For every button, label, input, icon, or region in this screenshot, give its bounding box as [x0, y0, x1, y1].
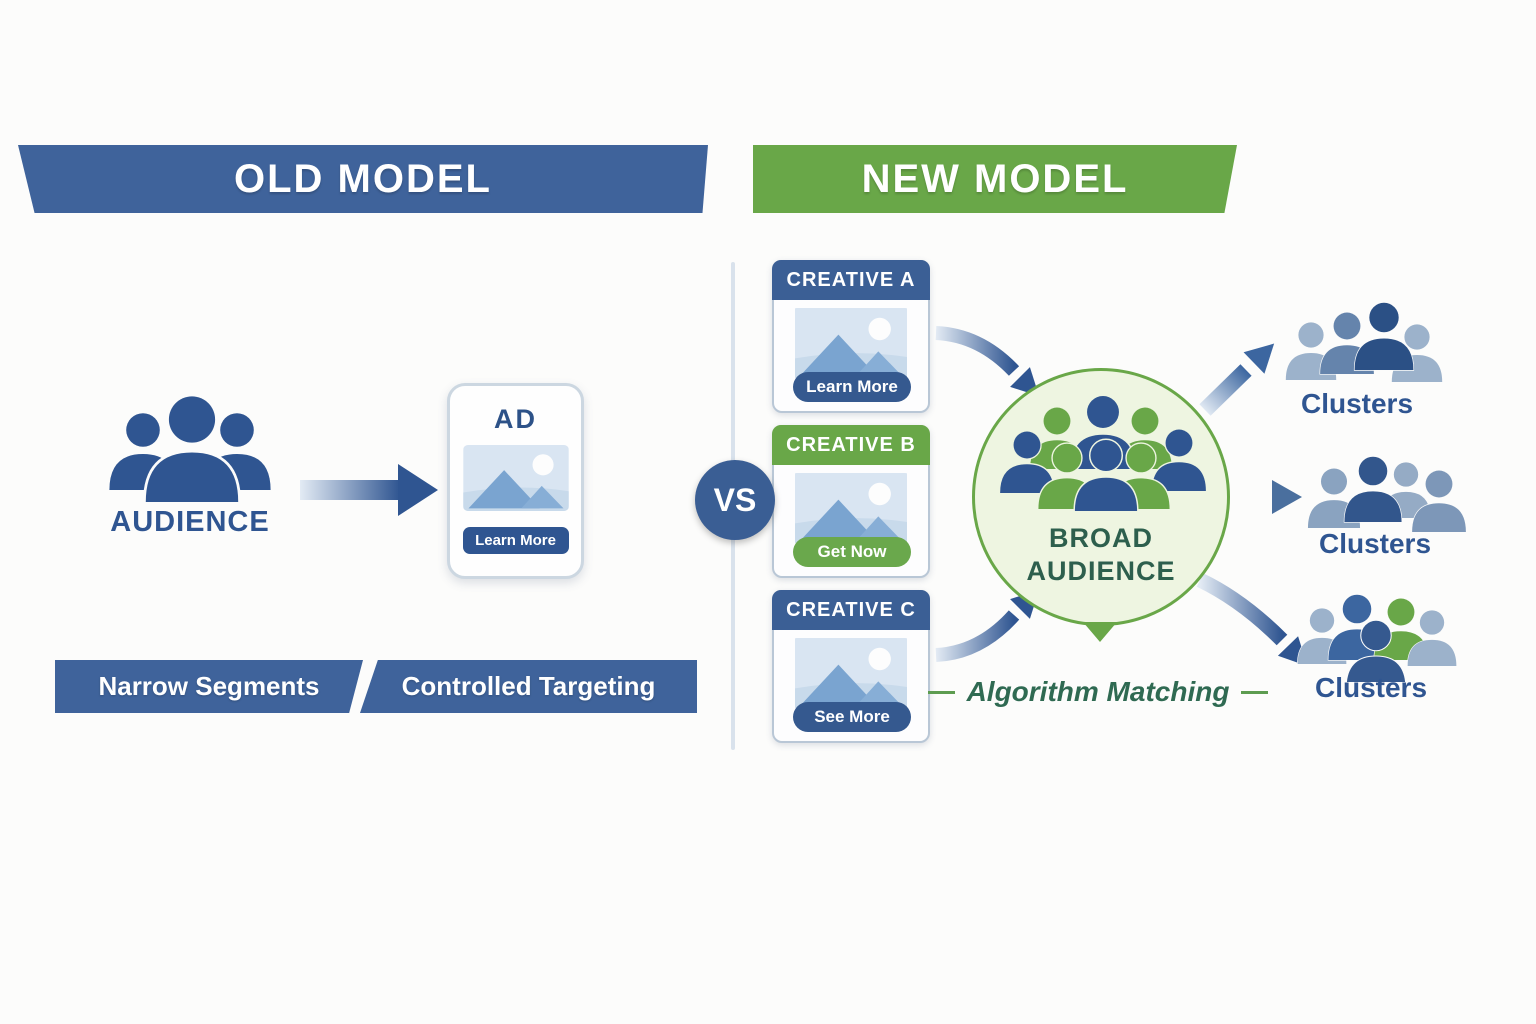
vs-label: VS [713, 481, 757, 518]
cluster-2-label: Clusters [1318, 528, 1432, 559]
cluster-3-icon [1297, 594, 1457, 682]
narrow-segments-tag: Narrow Segments [55, 660, 363, 713]
audience-group-icon [107, 388, 273, 506]
creative-a-image-placeholder [791, 308, 911, 378]
algorithm-dash-left [928, 690, 955, 694]
broad-audience-pointer-icon [1083, 622, 1117, 642]
cluster-2-icon [1307, 456, 1467, 533]
creative-a-header: CREATIVE A [772, 260, 930, 300]
creative-b-button: Get Now [793, 537, 911, 567]
creative-c-image-placeholder [791, 638, 911, 708]
ad-learn-more-button: Learn More [462, 527, 569, 554]
ad-mockup-card: AD Learn More [447, 383, 584, 579]
vs-badge: VS [695, 460, 775, 540]
algorithm-matching-row: Algorithm Matching [928, 672, 1268, 712]
old-model-banner: OLD MODEL [18, 145, 708, 213]
narrow-segments-label: Narrow Segments [98, 671, 320, 701]
cluster-1-label: Clusters [1300, 388, 1414, 419]
controlled-targeting-label: Controlled Targeting [401, 671, 656, 701]
algorithm-dash-right [1241, 690, 1268, 694]
audience-label: AUDIENCE [110, 506, 270, 538]
cluster-3-label: Clusters [1314, 672, 1428, 703]
algorithm-matching-label: Algorithm Matching [966, 676, 1230, 707]
old-model-banner-label: OLD MODEL [234, 156, 492, 201]
new-model-banner-label: NEW MODEL [861, 156, 1129, 201]
broad-audience-label: BROAD AUDIENCE [972, 522, 1230, 588]
cluster-1-icon [1285, 302, 1443, 383]
creative-c-header: CREATIVE C [772, 590, 930, 630]
broad-audience-crowd-icon [998, 394, 1208, 513]
ad-image-placeholder [463, 445, 569, 511]
ad-title: AD [494, 404, 537, 434]
creative-c-card: CREATIVE C See More [772, 590, 930, 743]
broad-audience-line1: BROAD [1049, 523, 1153, 553]
controlled-targeting-tag: Controlled Targeting [360, 660, 697, 713]
creative-a-card: CREATIVE A Learn More [772, 260, 930, 413]
creative-b-image-placeholder [791, 473, 911, 543]
creative-b-header: CREATIVE B [772, 425, 930, 465]
new-model-banner: NEW MODEL [753, 145, 1237, 213]
creative-c-button: See More [793, 702, 911, 732]
audience-to-ad-arrow-icon [300, 464, 438, 516]
creative-a-button: Learn More [793, 372, 911, 402]
creative-b-card: CREATIVE B Get Now [772, 425, 930, 578]
broad-audience-line2: AUDIENCE [1026, 556, 1176, 586]
